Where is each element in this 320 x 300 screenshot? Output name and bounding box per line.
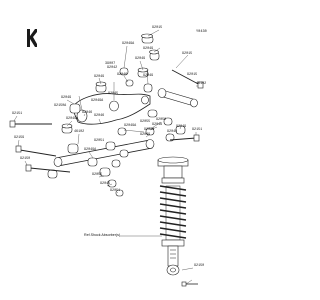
callout-label: 92049A [124,124,137,128]
callout-label: 92151 [192,128,203,132]
callout-label: 92046 [82,111,93,115]
callout-label: 92046 [152,123,163,127]
leader-lines [13,29,198,285]
callout-label: 92049 [143,74,154,78]
callout-label: 92046 [117,73,128,77]
callout-label: 92150 [20,157,31,161]
callout-label: 92159 [14,136,25,140]
callout-label: 92051 [94,139,105,143]
callout-label: 92055 [140,120,151,124]
rear-suspension-exploded-view [9,29,204,287]
parts-diagram: Y0430 92015 92049A 92049 92049 39007 920… [9,26,207,287]
callout-label: 92015 [182,52,193,56]
kawasaki-k-icon [27,29,37,47]
shock-absorber [157,156,189,276]
callout-label: 92045 [100,182,111,186]
callout-label: 92049A [66,117,79,121]
callout-label: 46102 [74,130,85,134]
callout-label: 92045 [108,92,119,96]
callout-label: 92050 [156,118,167,122]
bolts [9,69,204,173]
callout-label: 92042 [107,66,118,70]
callout-label: 92151 [12,112,23,116]
callout-label: 92049A [84,148,97,152]
callout-label: 39007 [105,62,116,66]
callout-label: 92051 [110,189,121,193]
callout-label: 92049 [143,47,154,51]
callout-label: 92049 [140,133,151,137]
callout-label: 92015 [152,26,163,30]
callout-label: 92049 [94,75,105,79]
callout-label: 92049 [167,130,178,134]
callout-label: 92049A [122,42,135,46]
callout-label: 92015 [187,73,198,77]
callout-label: 92046 [144,128,155,132]
callout-label: 92055 [92,173,103,177]
callout-label: 92049 [176,125,187,129]
bushings [47,33,186,197]
callout-label: 92049 [135,57,146,61]
callout-label: 92046 [94,114,105,118]
callout-label: 92150A [54,104,67,108]
diagram-code: Y0430 [196,30,207,34]
callout-label: 46102 [196,82,207,86]
callout-label: 92049A [91,99,104,103]
callout-label: 92150 [194,264,205,268]
callout-label: 92049 [61,96,72,100]
reference-note: Ref.Shock Absorber(s) [84,233,121,237]
